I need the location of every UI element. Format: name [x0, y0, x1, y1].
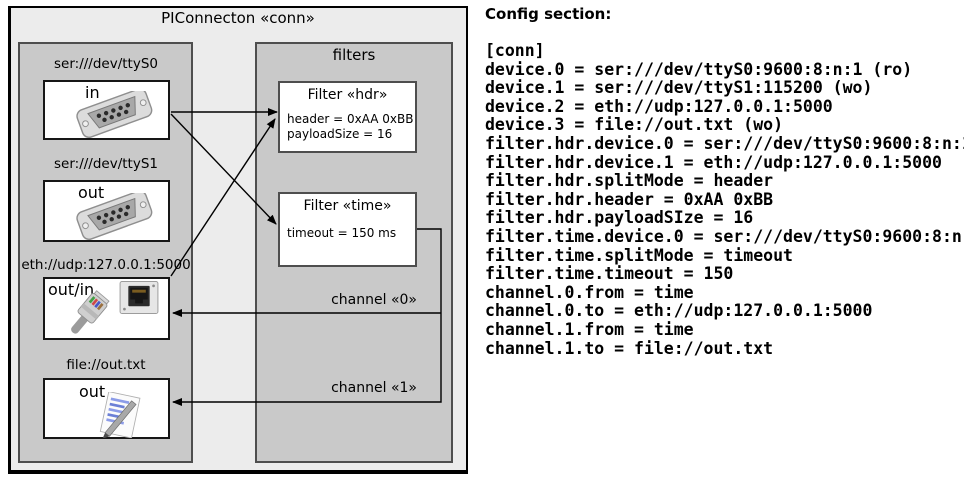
filter-attr: payloadSize = 16: [287, 127, 393, 141]
filters-lane-title: filters: [332, 46, 376, 64]
config-line: filter.time.timeout = 150: [485, 264, 734, 284]
config-line: filter.hdr.device.1 = eth://udp:127.0.0.…: [485, 152, 942, 172]
filter-attr: header = 0xAA 0xBB: [287, 112, 414, 126]
filter-hdr-title: Filter «hdr»: [307, 87, 388, 103]
config-line: device.2 = eth://udp:127.0.0.1:5000: [485, 96, 833, 116]
filter-attr: timeout = 150 ms: [287, 226, 397, 240]
config-line: device.3 = file://out.txt (wo): [485, 115, 784, 135]
config-line: [conn]: [485, 41, 545, 60]
config-line: filter.time.device.0 = ser:///dev/ttyS0:…: [485, 226, 964, 246]
filter-time-title: Filter «time»: [303, 198, 392, 214]
filter-hdr-box: Filter «hdr» header = 0xAA 0xBB payloadS…: [278, 81, 417, 153]
notepad-icon: [99, 392, 141, 438]
filter-time-box: Filter «time» timeout = 150 ms: [278, 192, 417, 267]
device-direction: out: [78, 183, 105, 202]
device-box-ttyS1: out: [43, 180, 170, 242]
config-line: channel.0.from = time: [485, 282, 694, 302]
config-line: filter.hdr.payloadSIze = 16: [485, 208, 754, 228]
filter-time-attrs: timeout = 150 ms: [287, 226, 396, 241]
device-direction: in: [85, 83, 100, 102]
device-direction: out/in: [48, 280, 95, 299]
config-line: channel.1.from = time: [485, 319, 694, 339]
ethernet-jack-icon: [119, 281, 159, 314]
config-line: channel.1.to = file://out.txt: [485, 338, 774, 358]
config-lines: [conn]device.0 = ser:///dev/ttyS0:9600:8…: [485, 41, 964, 358]
device-box-file: out: [43, 378, 170, 439]
config-line: device.1 = ser:///dev/ttyS1:115200 (wo): [485, 78, 873, 98]
connection-frame-title: PIConnecton «conn»: [161, 9, 315, 27]
filter-hdr-attrs: header = 0xAA 0xBB payloadSize = 16: [287, 112, 413, 142]
serial-db9-icon: [69, 91, 161, 139]
device-box-ttyS0: in: [43, 80, 170, 140]
device-label-eth: eth://udp:127.0.0.1:5000: [21, 257, 191, 273]
config-heading: Config section:: [485, 5, 612, 23]
ethernet-plug-icon: [71, 290, 110, 334]
device-label-file: file://out.txt: [66, 357, 146, 373]
config-line: filter.hdr.device.0 = ser:///dev/ttyS0:9…: [485, 133, 964, 153]
device-label-ttyS0: ser:///dev/ttyS0: [54, 56, 158, 72]
device-box-eth: out/in: [43, 277, 170, 340]
serial-db9-icon: [69, 193, 161, 241]
config-line: channel.0.to = eth://udp:127.0.0.1:5000: [485, 301, 873, 321]
config-line: device.0 = ser:///dev/ttyS0:9600:8:n:1 (…: [485, 59, 913, 79]
channel-1-label: channel «1»: [331, 380, 417, 396]
config-line: filter.hdr.splitMode = header: [485, 171, 774, 191]
device-label-ttyS1: ser:///dev/ttyS1: [54, 156, 158, 172]
config-line: filter.time.splitMode = timeout: [485, 245, 793, 265]
channel-0-label: channel «0»: [331, 292, 417, 308]
config-line: filter.hdr.header = 0xAA 0xBB: [485, 189, 774, 209]
device-direction: out: [79, 382, 106, 401]
config-section: Config section: [conn]device.0 = ser:///…: [485, 5, 964, 358]
